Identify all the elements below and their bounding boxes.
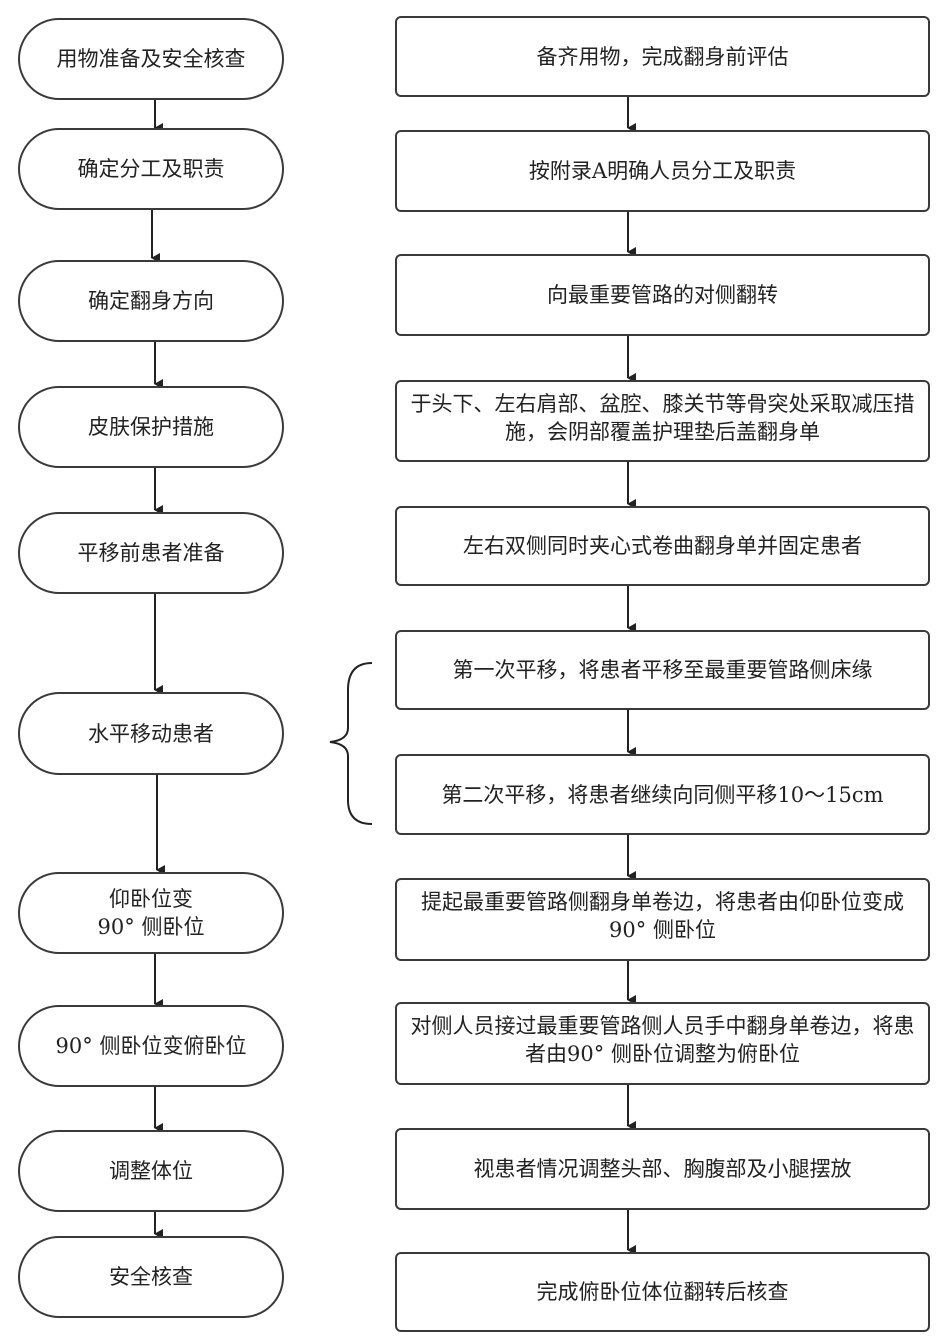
left-step-8: 90° 侧卧位变俯卧位 [18, 1005, 284, 1087]
right-step-11: 完成俯卧位体位翻转后核查 [395, 1252, 930, 1332]
right-step-8: 提起最重要管路侧翻身单卷边，将患者由仰卧位变成90° 侧卧位 [395, 878, 930, 961]
right-step-10-text: 视患者情况调整头部、胸腹部及小腿摆放 [473, 1157, 852, 1181]
right-step-10: 视患者情况调整头部、胸腹部及小腿摆放 [395, 1128, 930, 1210]
left-step-5: 平移前患者准备 [18, 512, 284, 594]
curly-brace [329, 662, 373, 825]
right-step-8-text: 提起最重要管路侧翻身单卷边，将患者由仰卧位变成90° 侧卧位 [421, 890, 904, 942]
right-step-5-text: 左右双侧同时夹心式卷曲翻身单并固定患者 [463, 534, 862, 558]
left-step-2: 确定分工及职责 [18, 128, 284, 210]
left-step-10: 安全核查 [18, 1236, 284, 1318]
right-step-3: 向最重要管路的对侧翻转 [395, 254, 930, 336]
left-step-1: 用物准备及安全核查 [18, 18, 284, 100]
right-step-2: 按附录A明确人员分工及职责 [395, 130, 930, 212]
right-step-4-text: 于头下、左右肩部、盆腔、膝关节等骨突处采取减压措施，会阴部覆盖护理垫后盖翻身单 [410, 392, 915, 444]
right-step-4: 于头下、左右肩部、盆腔、膝关节等骨突处采取减压措施，会阴部覆盖护理垫后盖翻身单 [395, 380, 930, 462]
right-step-2-text: 按附录A明确人员分工及职责 [528, 159, 797, 183]
right-step-5: 左右双侧同时夹心式卷曲翻身单并固定患者 [395, 506, 930, 586]
left-step-7: 仰卧位变 90° 侧卧位 [18, 872, 284, 954]
right-step-7: 第二次平移，将患者继续向同侧平移10～15cm [395, 754, 930, 835]
left-step-9: 调整体位 [18, 1130, 284, 1212]
right-step-1-text: 备齐用物，完成翻身前评估 [536, 44, 789, 69]
right-step-6: 第一次平移，将患者平移至最重要管路侧床缘 [395, 630, 930, 710]
left-step-6: 水平移动患者 [18, 692, 284, 775]
right-step-11-text: 完成俯卧位体位翻转后核查 [536, 1280, 789, 1304]
right-step-1: 备齐用物，完成翻身前评估 [395, 16, 930, 97]
right-step-3-text: 向最重要管路的对侧翻转 [547, 283, 778, 307]
left-step-4: 皮肤保护措施 [18, 386, 284, 468]
left-step-3: 确定翻身方向 [18, 260, 284, 342]
right-step-7-text: 第二次平移，将患者继续向同侧平移10～15cm [441, 782, 884, 807]
right-step-9-text: 对侧人员接过最重要管路侧人员手中翻身单卷边，将患者由90° 侧卧位调整为俯卧位 [410, 1014, 915, 1066]
right-step-9: 对侧人员接过最重要管路侧人员手中翻身单卷边，将患者由90° 侧卧位调整为俯卧位 [395, 1002, 930, 1085]
right-step-6-text: 第一次平移，将患者平移至最重要管路侧床缘 [452, 658, 873, 682]
